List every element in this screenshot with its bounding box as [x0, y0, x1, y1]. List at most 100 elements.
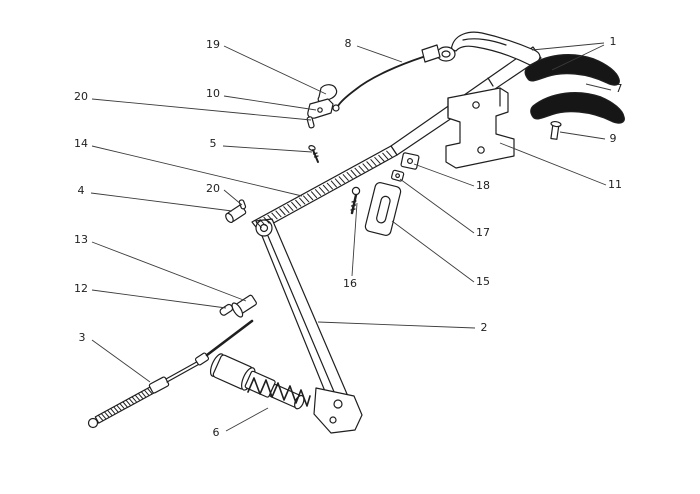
hatch-tick	[330, 180, 338, 188]
callout-8: 8	[345, 37, 352, 50]
leader-line	[222, 145, 313, 153]
callout-10: 10	[206, 87, 220, 100]
callout-1: 1	[610, 35, 617, 48]
hatch-tick	[97, 414, 104, 421]
leader-line	[559, 131, 606, 140]
hatch-tick	[134, 394, 140, 401]
hatch-tick	[287, 203, 294, 212]
callout-4: 4	[78, 184, 85, 197]
hatch-tick	[362, 163, 369, 171]
callout-13: 13	[74, 233, 88, 246]
hatch-tick	[298, 197, 306, 205]
callout-6: 6	[213, 426, 220, 439]
leader-line	[223, 95, 317, 111]
part-clamp-18	[400, 152, 420, 170]
part-pin-9	[550, 120, 562, 140]
leader-line	[91, 241, 247, 302]
leader-line	[356, 45, 403, 63]
hatch-tick	[125, 399, 131, 406]
leader-line	[585, 83, 612, 91]
part-bolt-16	[350, 186, 361, 215]
part-plate-clip-17	[390, 169, 405, 182]
hatch-tick	[374, 156, 381, 164]
hatch-tick	[302, 195, 310, 203]
leader-line	[351, 202, 358, 277]
hatch-tick	[103, 411, 110, 418]
hatch-tick	[275, 210, 282, 218]
hatch-tick	[366, 161, 373, 169]
hatch-tick	[106, 409, 113, 416]
callout-3: 3	[79, 331, 86, 344]
hatch-tick	[255, 221, 262, 229]
part-pin-20b	[238, 199, 247, 210]
part-foot-plate	[313, 387, 363, 434]
hatch-tick	[318, 186, 326, 194]
callout-15: 15	[476, 275, 490, 288]
hatch-tick	[334, 178, 342, 186]
leader-line	[531, 42, 605, 51]
callout-layer: 19 8 1 20 10 7 9 5 14 11 18 4 20 17 13 15 16 12 2 3 6	[74, 35, 623, 439]
part-hand-grip	[451, 31, 541, 66]
callout-20: 20	[74, 90, 88, 103]
callout-20: 20	[206, 182, 220, 195]
hatch-tick	[338, 176, 346, 184]
hatch-tick	[283, 206, 290, 214]
callout-19: 19	[206, 38, 220, 51]
hatch-tick	[137, 392, 144, 399]
hatch-tick	[291, 201, 298, 209]
part-cable-3	[87, 319, 254, 429]
hatch-tick	[370, 158, 377, 167]
leader-line	[413, 163, 475, 187]
callout-14: 14	[74, 137, 88, 150]
hatch-tick	[354, 167, 361, 175]
callout-16: 16	[343, 277, 357, 290]
part-clip-19	[317, 84, 338, 103]
part-rubber-grip-upper	[524, 54, 620, 86]
callout-7: 7	[616, 82, 623, 95]
hatch-tick	[306, 193, 314, 201]
hatch-tick	[119, 402, 125, 409]
hatch-tick	[110, 407, 116, 415]
part-mount-bracket-11	[445, 87, 515, 169]
leader-line	[225, 407, 269, 432]
leader-line	[91, 339, 151, 383]
hatch-tick	[131, 396, 137, 403]
leader-line	[499, 142, 607, 186]
leader-line	[223, 189, 243, 206]
callout-12: 12	[74, 282, 88, 295]
hatch-tick	[122, 401, 128, 408]
leader-line	[91, 289, 227, 309]
hatch-tick	[295, 199, 302, 207]
leader-line	[90, 192, 233, 212]
callout-5: 5	[210, 137, 217, 150]
hatch-tick	[386, 150, 393, 158]
callout-2: 2	[481, 321, 488, 334]
hatch-tick	[382, 152, 389, 160]
hatch-tick	[346, 171, 353, 179]
hatch-tick	[146, 387, 153, 394]
hatch-tick	[116, 404, 122, 411]
hatch-tick	[140, 391, 147, 398]
part-shaft-assembly	[209, 353, 305, 410]
hatch-tick	[350, 169, 357, 177]
part-guide-plate-15	[364, 182, 402, 236]
callout-17: 17	[476, 226, 490, 239]
hatch-tick	[259, 218, 266, 227]
callout-9: 9	[610, 132, 617, 145]
leader-line	[391, 220, 475, 283]
hatch-tick	[113, 406, 119, 413]
callout-11: 11	[608, 178, 622, 191]
hatch-tick	[128, 397, 134, 404]
callout-18: 18	[476, 179, 490, 192]
part-spring-6	[247, 377, 311, 407]
hatch-tick	[326, 182, 334, 190]
hatch-tick	[279, 208, 286, 216]
hatch-tick	[263, 216, 270, 224]
part-screw-5	[308, 145, 319, 163]
leader-line	[317, 321, 476, 329]
leader-line	[551, 44, 605, 71]
hatch-tick	[314, 188, 322, 197]
parts-layer	[87, 31, 625, 434]
